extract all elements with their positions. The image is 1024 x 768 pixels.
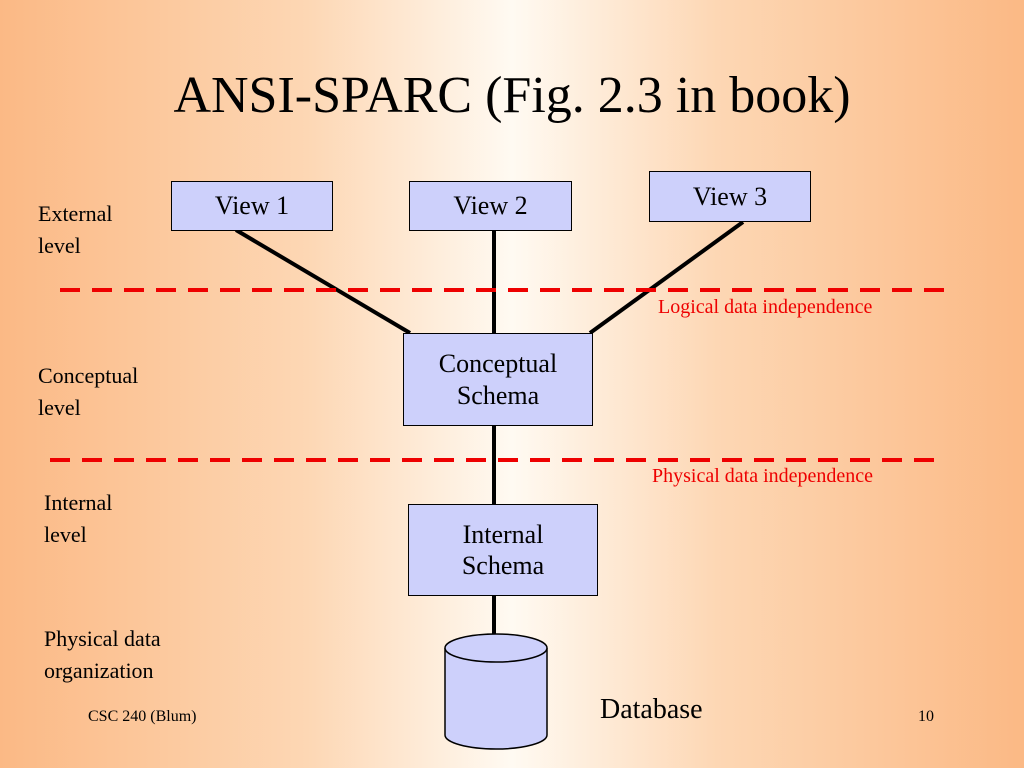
view-2-label: View 2 (453, 191, 528, 221)
view-3-label: View 3 (692, 181, 768, 211)
view-1-box: View 1 (171, 181, 333, 231)
conceptual-schema-line-1: Conceptual (438, 349, 558, 379)
view-1-label: View 1 (214, 191, 290, 221)
internal-schema-line-2: Schema (461, 551, 545, 580)
footer-course: CSC 240 (Blum) (88, 708, 197, 725)
slide-number: 10 (918, 708, 934, 725)
connector-view3-conceptual (588, 220, 745, 335)
physical-organization-label: Physical data organization (44, 626, 161, 683)
slide-title: ANSI-SPARC (Fig. 2.3 in book) (173, 67, 851, 124)
conceptual-level-label: Conceptual level (38, 363, 139, 420)
conceptual-schema-line-2: Schema (456, 380, 540, 410)
connector-view1-conceptual (234, 228, 412, 335)
logical-independence-label: Logical data independence (658, 296, 873, 318)
physical-independence-label: Physical data independence (652, 465, 874, 487)
external-level-label: External level (38, 201, 113, 258)
database-cylinder-icon (444, 633, 548, 750)
internal-schema-line-1: Internal (462, 519, 544, 549)
view-2-box: View 2 (409, 181, 572, 231)
internal-level-label: Internal level (44, 490, 113, 547)
internal-schema-box: Internal Schema (408, 504, 598, 596)
view-3-box: View 3 (649, 171, 811, 222)
database-label: Database (600, 694, 703, 725)
conceptual-schema-box: Conceptual Schema (403, 333, 593, 426)
